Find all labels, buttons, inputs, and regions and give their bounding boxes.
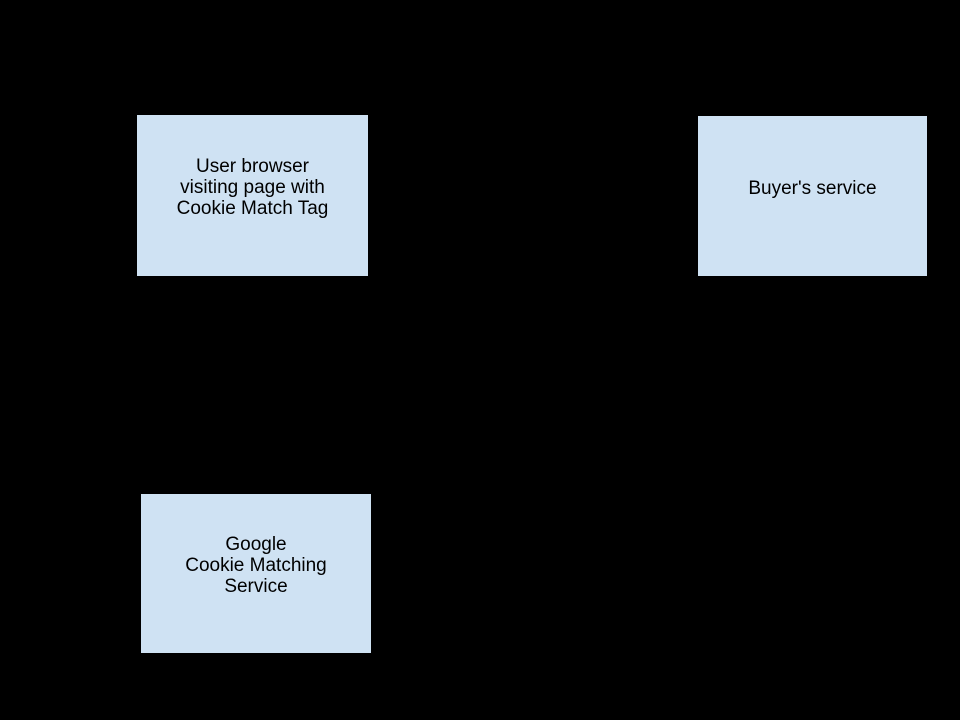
node-user-browser-label: User browser visiting page with Cookie M… bbox=[176, 156, 329, 219]
node-buyers-service-label: Buyer's service bbox=[748, 177, 877, 199]
node-google-cookie-matching-service-label: Google Cookie Matching Service bbox=[185, 534, 327, 597]
node-user-browser: User browser visiting page with Cookie M… bbox=[136, 114, 369, 277]
node-google-cookie-matching-service: Google Cookie Matching Service bbox=[140, 493, 372, 654]
node-buyers-service: Buyer's service bbox=[697, 115, 928, 277]
